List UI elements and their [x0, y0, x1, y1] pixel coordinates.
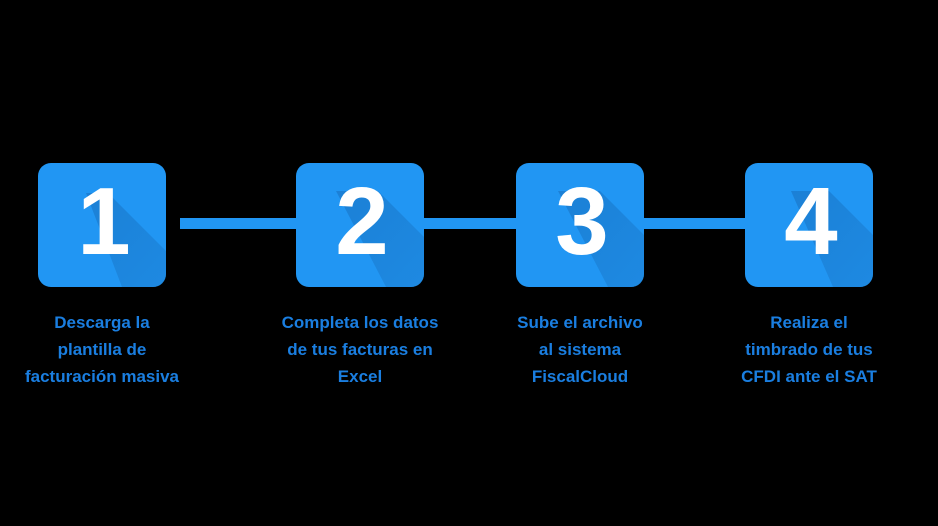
step-1: 1 Descarga la plantilla de facturación m…	[0, 163, 217, 390]
step-2-number-tile: 2	[296, 163, 424, 287]
step-3: 3 Sube el archivo al sistema FiscalCloud	[465, 163, 695, 390]
step-2-number: 2	[335, 168, 388, 275]
step-3-number: 3	[555, 168, 608, 275]
step-1-caption: Descarga la plantilla de facturación mas…	[24, 313, 179, 386]
connector-step-1-to-2	[180, 218, 302, 229]
step-4-number: 4	[784, 168, 837, 275]
connector-step-2-to-3	[418, 218, 522, 229]
step-2-caption: Completa los datos de tus facturas en Ex…	[281, 313, 439, 386]
step-2: 2 Completa los datos de tus facturas en …	[245, 163, 475, 390]
step-1-number: 1	[77, 168, 130, 275]
step-3-caption: Sube el archivo al sistema FiscalCloud	[517, 313, 643, 386]
step-4: 4 Realiza el timbrado de tus CFDI ante e…	[694, 163, 924, 390]
step-3-number-tile: 3	[516, 163, 644, 287]
step-4-number-tile: 4	[745, 163, 873, 287]
step-4-caption: Realiza el timbrado de tus CFDI ante el …	[741, 313, 877, 386]
step-1-number-tile: 1	[38, 163, 166, 287]
connector-step-3-to-4	[638, 218, 748, 229]
